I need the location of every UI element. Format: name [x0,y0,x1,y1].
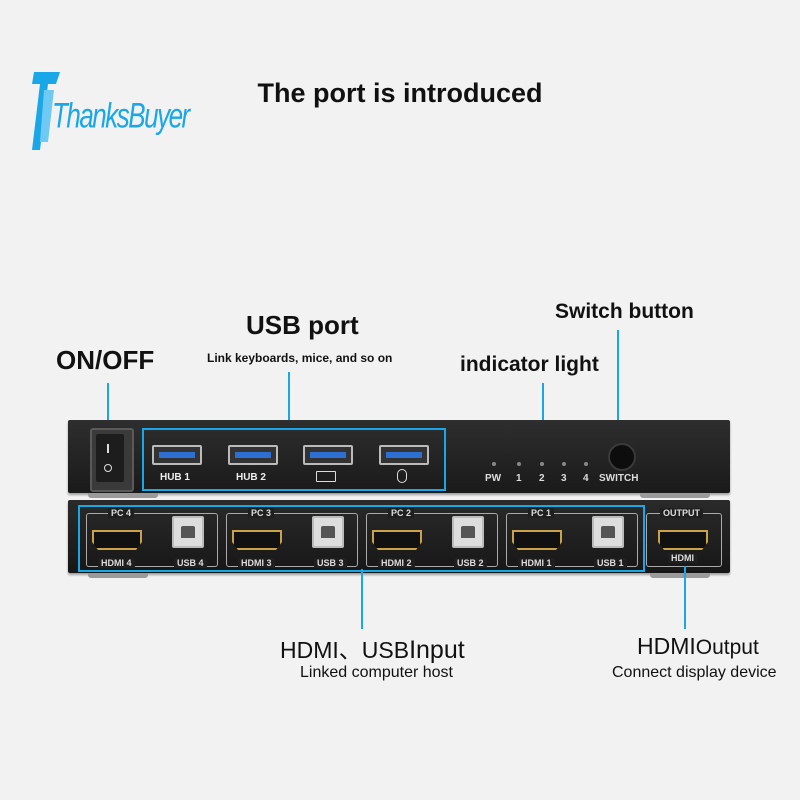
pc-1-title: PC 1 [528,508,555,518]
led-label-3: 3 [561,473,567,484]
led-label-1: 1 [516,473,522,484]
usb-2-label: USB 2 [454,558,487,568]
hdmi-output-suffix: Output [695,636,759,659]
usb-port-pointer [288,372,290,428]
usb-port-label-2: HUB 2 [235,472,266,483]
brand-logo [30,70,160,152]
usb-3-port[interactable] [312,516,344,548]
indicator-pointer [542,383,544,435]
output-pointer [684,566,686,629]
usb-port-desc: Link keyboards, mice, and so on [207,351,393,365]
hdmi-3-label: HDMI 3 [238,558,275,568]
device-foot [650,573,710,578]
usb-port-label-1: HUB 1 [159,472,190,483]
pc-4-title: PC 4 [108,508,135,518]
led-4 [584,462,588,466]
usb-keyboard-port[interactable] [303,445,353,465]
hdmi-usb-input-suffix: Input [409,636,465,664]
led-label-2: 2 [539,473,545,484]
hdmi-output-heading: HDMIOutput [637,633,759,660]
switch-button-pointer [617,330,619,442]
usb-mouse-port[interactable] [379,445,429,465]
usb-4-label: USB 4 [174,558,207,568]
usb-1-label: USB 1 [594,558,627,568]
usb-port-highlight [142,428,446,491]
led-3 [562,462,566,466]
hdmi-4-port[interactable] [92,530,142,550]
pc-2-title: PC 2 [388,508,415,518]
switch-button-label: Switch button [555,300,694,323]
hdmi-3-port[interactable] [232,530,282,550]
device-foot [88,493,158,498]
pc-2-group [366,513,498,567]
led-pw [492,462,496,466]
led-1 [517,462,521,466]
usb-hub-port-2[interactable] [228,445,278,465]
hdmi-usb-input-prefix: HDMI、USB [280,637,410,663]
usb-4-port[interactable] [172,516,204,548]
hdmi-1-port[interactable] [512,530,562,550]
hdmi-usb-input-heading: HDMI、USBInput [280,631,465,665]
pc-4-group [86,513,218,567]
brand-name: ThanksBuyer [52,95,190,136]
usb-hub-port-1[interactable] [152,445,202,465]
mouse-icon [397,469,407,483]
on-off-pointer [107,383,109,428]
pc-3-title: PC 3 [248,508,275,518]
input-pointer [361,569,363,629]
led-2 [540,462,544,466]
page-title: The port is introduced [257,78,543,108]
led-label-4: 4 [583,473,589,484]
output-title: OUTPUT [660,508,703,518]
hdmi-output-desc: Connect display device [612,664,777,681]
hdmi-output-port[interactable] [658,530,708,550]
usb-2-port[interactable] [452,516,484,548]
indicator-label: indicator light [460,353,599,376]
usb-1-port[interactable] [592,516,624,548]
hdmi-2-label: HDMI 2 [378,558,415,568]
keyboard-icon [316,471,336,482]
hdmi-usb-input-desc: Linked computer host [300,664,453,681]
usb-port-label: USB port [246,310,359,340]
led-label-pw: PW [485,473,502,484]
hdmi-4-label: HDMI 4 [98,558,135,568]
hdmi-output-prefix: HDMI [637,633,696,659]
switch-label: SWITCH [599,473,639,484]
device-foot [88,573,148,578]
pc-3-group [226,513,358,567]
pc-1-group [506,513,638,567]
power-off-mark-icon [104,464,112,472]
power-on-mark-icon [107,444,109,453]
usb-3-label: USB 3 [314,558,347,568]
brand-logo-mark-icon [32,72,60,150]
switch-button[interactable] [608,443,636,471]
hdmi-output-label: HDMI [668,553,697,563]
hdmi-2-port[interactable] [372,530,422,550]
hdmi-1-label: HDMI 1 [518,558,555,568]
power-switch-rocker[interactable] [96,434,124,482]
on-off-label: ON/OFF [56,345,155,375]
device-foot [640,493,710,498]
